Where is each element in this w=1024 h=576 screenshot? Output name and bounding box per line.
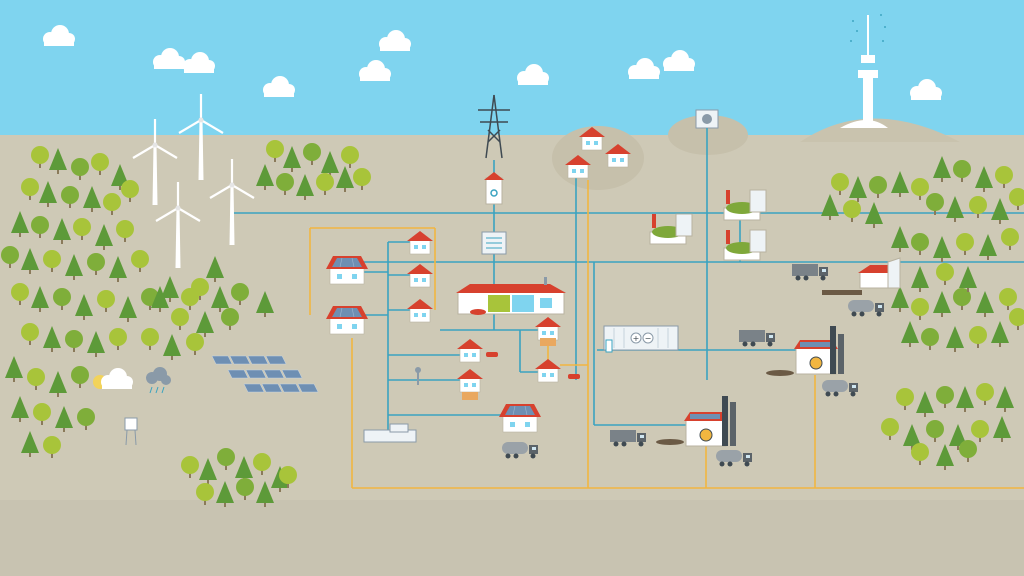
rain-cloud-icon (146, 367, 171, 394)
biogas-plant-icon (649, 189, 767, 261)
sawmill-icon (858, 257, 901, 289)
factory-icon (456, 277, 566, 315)
grid-node-icon (481, 231, 507, 255)
battery-storage-icon: + − (603, 325, 679, 351)
hill (800, 118, 960, 142)
power-pylon-icon (478, 94, 510, 159)
battery-plus-label: + (633, 334, 640, 343)
transformer-icon (484, 172, 504, 205)
ground-foreground (0, 500, 1024, 576)
sun-cloud-icon (93, 368, 133, 389)
control-hill (668, 115, 748, 155)
tv-tower-icon (850, 14, 886, 128)
heat-storage-icon (462, 338, 556, 400)
battery-minus-label: − (645, 334, 652, 343)
ev-charger-icon (605, 339, 613, 353)
sky (0, 0, 1024, 138)
biomass-pile-icon (656, 370, 794, 445)
weather-station-icon (124, 417, 138, 446)
heat-network-lines (309, 180, 1024, 489)
control-center-icon (695, 109, 719, 129)
chp-plant-icon (684, 326, 844, 447)
electric-car-icon (486, 352, 580, 379)
heat-pump-icon (415, 367, 421, 385)
water-plant-icon (363, 423, 417, 443)
wood-pile-icon (822, 290, 862, 295)
